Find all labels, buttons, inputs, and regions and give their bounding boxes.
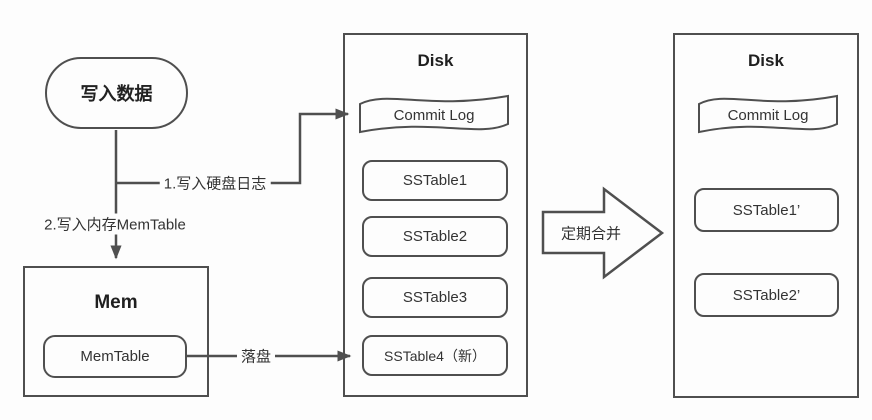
commit-log-shape-disk1 xyxy=(359,94,509,134)
merge-block-arrow xyxy=(541,186,665,280)
sstable3-node: SSTable3 xyxy=(362,277,508,318)
sstable2-label: SSTable2 xyxy=(402,228,468,245)
memtable-node: MemTable xyxy=(43,335,187,378)
commit-log-shape-disk2 xyxy=(698,94,838,134)
sstable1-node: SSTable1 xyxy=(362,160,508,201)
merge-arrow-label: 定期合并 xyxy=(560,225,622,243)
edge-write-log-label: 1.写入硬盘日志 xyxy=(159,172,271,194)
disk2-box-title: Disk xyxy=(748,51,784,70)
sstable4-new-label: SSTable4（新） xyxy=(384,347,486,364)
disk1-commit-log-label: Commit Log xyxy=(393,106,475,124)
disk1-box: Disk xyxy=(343,33,528,397)
sstable2-prime-node: SSTable2’ xyxy=(694,273,839,317)
sstable1-prime-node: SSTable1’ xyxy=(694,188,839,232)
disk2-box: Disk xyxy=(673,33,859,398)
write-data-label: 写入数据 xyxy=(80,84,153,104)
write-data-node: 写入数据 xyxy=(45,57,188,129)
mem-box-title: Mem xyxy=(94,292,138,313)
disk2-commit-log-label: Commit Log xyxy=(727,106,809,124)
memtable-label: MemTable xyxy=(80,348,150,365)
sstable3-label: SSTable3 xyxy=(402,289,468,306)
sstable1-prime-label: SSTable1’ xyxy=(732,201,801,219)
mem-box: Mem xyxy=(23,266,209,397)
sstable2-node: SSTable2 xyxy=(362,216,508,257)
disk1-box-title: Disk xyxy=(417,51,454,70)
edge-write-mem-label: 2.写入内存MemTable xyxy=(40,213,190,235)
edge-flush-label: 落盘 xyxy=(236,345,276,367)
sstable2-prime-label: SSTable2’ xyxy=(732,286,801,304)
sstable1-label: SSTable1 xyxy=(402,172,468,189)
sstable4-new-node: SSTable4（新） xyxy=(362,335,508,376)
